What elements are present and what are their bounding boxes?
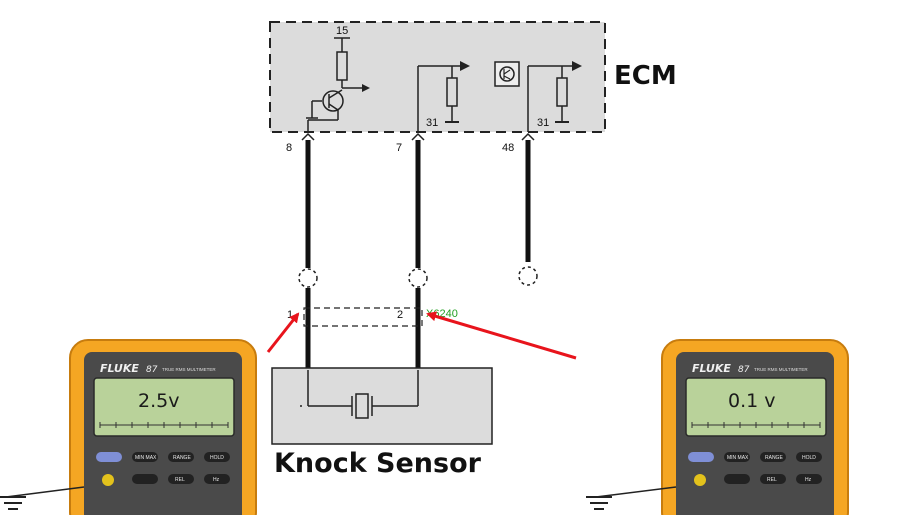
connector-break-icon: [518, 266, 538, 286]
connector-break-icon: [408, 268, 428, 288]
meter-range-button[interactable]: [168, 452, 194, 462]
ground-symbol-left: [0, 486, 85, 510]
meter-reading: 2.5v: [138, 390, 179, 412]
meter-minmax-button[interactable]: [132, 452, 158, 462]
piezo-crystal-icon: [351, 393, 373, 419]
meter-model: 87: [738, 365, 750, 375]
multimeter-left: FLUKE 87 TRUE RMS MULTIMETER 2.5v MIN MA…: [69, 339, 257, 515]
ground-symbol-right: [586, 486, 677, 510]
meter-hold-label: HOLD: [802, 455, 816, 461]
ecm-pin-7-label: 7: [396, 142, 402, 154]
ecm-ground-a-label: 31: [426, 117, 438, 129]
meter-hold-button[interactable]: [796, 452, 822, 462]
meter-yellow-button[interactable]: [694, 474, 706, 486]
meter-minmax-button[interactable]: [724, 452, 750, 462]
resistor-icon: [336, 51, 348, 81]
ecm-ground-b-label: 31: [537, 117, 549, 129]
meter-hz-button[interactable]: [204, 474, 230, 484]
sensor-pin-2-label: 2: [397, 309, 403, 321]
meter-subtitle: TRUE RMS MULTIMETER: [162, 367, 216, 372]
meter-reading: 0.1 v: [728, 390, 776, 412]
meter-range-button[interactable]: [760, 452, 786, 462]
wiring-harness: [298, 132, 538, 370]
ecm-title: ECM: [614, 61, 677, 91]
meter-hz-label: Hz: [805, 477, 812, 483]
meter-hold-button[interactable]: [204, 452, 230, 462]
meter-lcd: [685, 377, 827, 437]
processor-icon: [494, 61, 520, 87]
meter-rel-label: REL: [175, 477, 185, 483]
meter-lcd: [93, 377, 235, 437]
resistor-icon: [556, 77, 568, 107]
probe-arrow-right: [426, 311, 577, 360]
meter-rel-label: REL: [767, 477, 777, 483]
meter-rel-button[interactable]: [760, 474, 786, 484]
meter-bargraph: [691, 422, 821, 428]
meter-range-label: RANGE: [173, 455, 191, 461]
meter-button[interactable]: [724, 474, 750, 484]
meter-yellow-button[interactable]: [102, 474, 114, 486]
meter-brand: FLUKE: [100, 362, 139, 375]
meter-hz-label: Hz: [213, 477, 220, 483]
meter-model: 87: [146, 365, 158, 375]
transistor-icon: [306, 89, 344, 132]
probe-arrow-left: [266, 312, 300, 353]
meter-power-button[interactable]: [688, 452, 714, 462]
meter-range-label: RANGE: [765, 455, 783, 461]
sensor-connector: [303, 307, 423, 327]
ecm-pin-8-label: 8: [286, 142, 292, 154]
meter-minmax-label: MIN MAX: [135, 455, 157, 461]
resistor-icon: [446, 77, 458, 107]
meter-bargraph: [99, 422, 229, 428]
meter-rel-button[interactable]: [168, 474, 194, 484]
meter-brand: FLUKE: [692, 362, 731, 375]
meter-hold-label: HOLD: [210, 455, 224, 461]
ecm-module: 15 31: [269, 21, 606, 133]
meter-minmax-label: MIN MAX: [727, 455, 749, 461]
ecm-pin-48-label: 48: [502, 142, 514, 154]
knock-sensor-title: Knock Sensor: [274, 448, 482, 479]
meter-hz-button[interactable]: [796, 474, 822, 484]
multimeter-right: FLUKE 87 TRUE RMS MULTIMETER 0.1 v MIN M…: [661, 339, 849, 515]
meter-subtitle: TRUE RMS MULTIMETER: [754, 367, 808, 372]
meter-button[interactable]: [132, 474, 158, 484]
connector-break-icon: [298, 268, 318, 288]
knock-sensor: [271, 367, 493, 445]
ecm-pin-15-label: 15: [336, 25, 348, 37]
meter-power-button[interactable]: [96, 452, 122, 462]
